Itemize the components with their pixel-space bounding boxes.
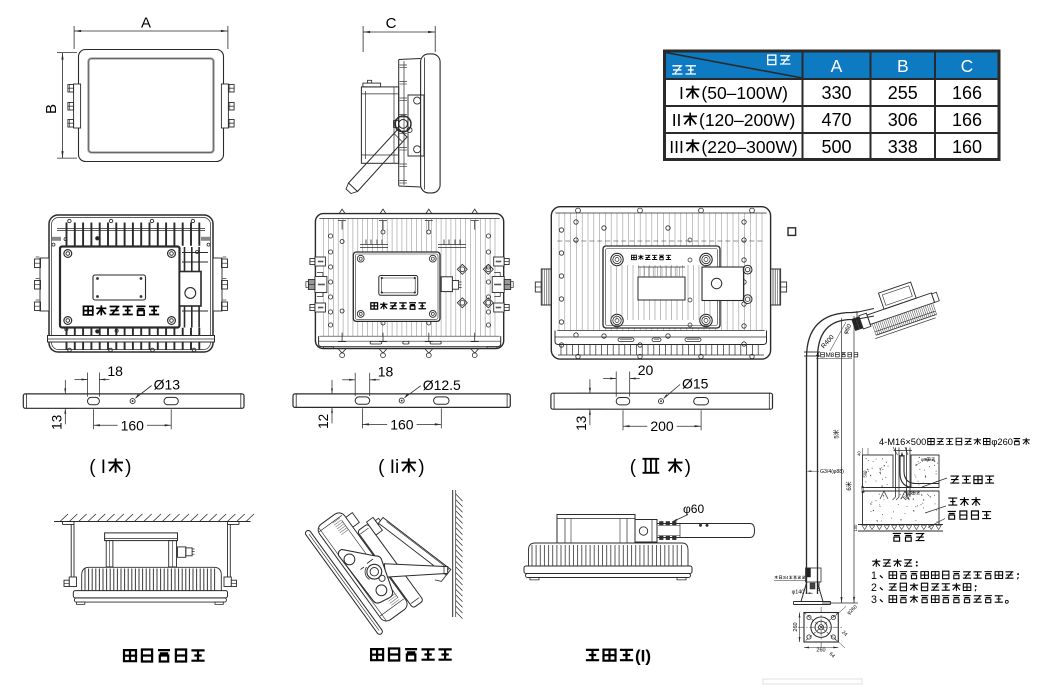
svg-text:(220–300W): (220–300W) [701,137,797,157]
svg-text:160: 160 [952,137,982,157]
svg-text:(: ( [630,457,637,478]
svg-text:160: 160 [121,417,145,433]
svg-text:(50–100W): (50–100W) [701,83,788,103]
svg-text:A: A [831,56,843,76]
svg-text:R400: R400 [820,334,836,351]
svg-text:φ5: φ5 [921,457,927,462]
svg-text:φ5: φ5 [906,491,912,496]
svg-text:( Ii: ( Ii [378,457,399,478]
svg-text:B: B [897,56,909,76]
svg-text:166: 166 [952,110,982,130]
svg-text:200: 200 [650,418,674,434]
svg-text:2: 2 [871,582,877,594]
svg-text:470: 470 [821,110,851,130]
svg-text:(120–200W): (120–200W) [699,110,795,130]
svg-text:I: I [679,83,684,103]
svg-text:4: 4 [816,352,820,359]
svg-text:3/4: 3/4 [783,575,790,580]
svg-text:B: B [43,104,60,114]
svg-text:G3/4(φ88): G3/4(φ88) [820,469,844,475]
svg-text:500: 500 [821,137,851,157]
svg-text:φ140: φ140 [792,589,805,595]
svg-text:338: 338 [888,137,918,157]
svg-text:0.58: 0.58 [816,581,822,591]
svg-text:18: 18 [378,363,394,379]
svg-text:4-M16×500: 4-M16×500 [879,437,926,447]
svg-text:3: 3 [871,594,877,606]
svg-text:100: 100 [853,524,858,532]
svg-text:166: 166 [952,83,982,103]
svg-text:Ø15: Ø15 [682,376,709,392]
svg-text:20: 20 [638,362,654,378]
svg-text:24: 24 [840,630,848,638]
svg-text:III: III [669,137,684,157]
svg-text:Ø12.5: Ø12.5 [423,377,461,393]
svg-text:13: 13 [49,415,64,430]
svg-text:18: 18 [107,363,123,379]
svg-text:φ60: φ60 [683,502,704,516]
svg-text:306: 306 [888,110,918,130]
svg-text:C: C [386,15,397,32]
svg-text:255: 255 [888,83,918,103]
svg-text:M8: M8 [826,352,835,359]
svg-text:): ) [125,457,131,478]
svg-text:40: 40 [857,451,862,456]
svg-text:(I): (I) [635,647,651,666]
svg-text:): ) [685,457,691,478]
svg-text:5米: 5米 [833,429,841,438]
svg-text:A: A [141,15,151,32]
svg-text:φ60: φ60 [843,323,854,336]
svg-text:160: 160 [390,416,414,432]
svg-text:12: 12 [316,414,331,429]
svg-text:260: 260 [793,622,799,631]
svg-text:500: 500 [863,470,868,478]
svg-text:φ30: φ30 [860,485,865,493]
svg-text:13: 13 [574,416,589,431]
svg-text:330: 330 [821,83,851,103]
svg-text:( I: ( I [89,457,106,478]
svg-text:260: 260 [816,648,825,654]
svg-text:): ) [418,457,424,478]
svg-text:C: C [961,56,974,76]
svg-text:6米: 6米 [845,481,853,490]
svg-text:Ø13: Ø13 [154,377,181,393]
svg-text:φ260: φ260 [846,604,859,616]
svg-text:II: II [672,110,682,130]
svg-text:64: 64 [828,651,836,659]
svg-text:1: 1 [871,570,877,582]
svg-text:φ260: φ260 [991,437,1013,447]
